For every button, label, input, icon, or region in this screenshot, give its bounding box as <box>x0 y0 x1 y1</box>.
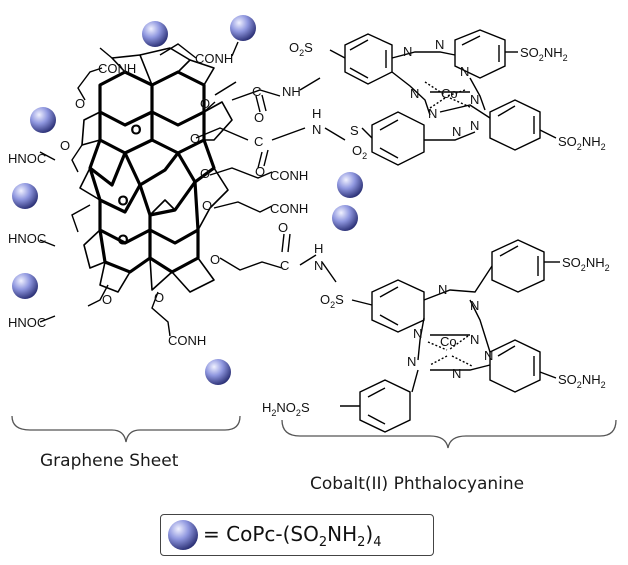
graphene-caption: Graphene Sheet <box>40 451 179 471</box>
amide-label: CONH <box>98 61 136 76</box>
copc-ball-icon <box>30 107 56 133</box>
sulfur-atom: S <box>350 123 359 138</box>
nitrogen-atom: N <box>413 326 422 341</box>
amide-label: CONH <box>195 51 233 66</box>
legend-box <box>160 514 434 556</box>
sulfonamide-label: SO2NH2 <box>520 45 568 63</box>
nitrogen-atom: N <box>428 106 437 121</box>
cobalt-atom: Co <box>440 334 457 349</box>
ether-oxygen: O <box>200 166 210 181</box>
o2s-label: O2S <box>320 292 344 310</box>
amine-label: NH <box>282 84 301 99</box>
graphene-sheet-structure: O O O <box>79 47 237 293</box>
ether-oxygen: O <box>200 96 210 111</box>
ether-oxygen: O <box>210 252 220 267</box>
copc-ball-icon <box>205 359 231 385</box>
cobalt-phthalocyanine-lower <box>340 239 560 433</box>
ether-oxygen: O <box>190 131 200 146</box>
nitrogen-atom: N <box>410 86 419 101</box>
ring-oxygen: O <box>131 122 141 137</box>
linker-labels: CONH CONH O O C O NH O C O H N O CONH O … <box>8 51 323 348</box>
nitrogen-atom: N <box>452 124 461 139</box>
nitrogen-atom: N <box>438 282 447 297</box>
nitrogen-atom: N <box>435 37 444 52</box>
nitrogen-atom: N <box>452 366 461 381</box>
nitrogen-atom: N <box>470 298 479 313</box>
cobalt-phthalocyanine-lower-labels: O2S N N N Co N N N N SO2NH2 SO2NH2 H2NO2… <box>262 255 610 418</box>
nitrogen-atom: N <box>470 118 479 133</box>
amide-label: HNOC <box>8 231 46 246</box>
nitrogen-atom: N <box>484 348 493 363</box>
amine-hydrogen: H <box>312 106 321 121</box>
graphene-arms <box>39 41 346 337</box>
copc-ball-icon <box>337 172 363 198</box>
carbonyl-oxygen: O <box>278 220 288 235</box>
carbonyl-carbon: C <box>254 134 263 149</box>
legend-equation: = CoPc-(SO2NH2)4 <box>203 522 382 550</box>
sulfonamide-label: SO2NH2 <box>558 134 606 152</box>
amide-label: CONH <box>270 168 308 183</box>
cobalt-atom: Co <box>441 86 458 101</box>
copc-ball-icon <box>332 205 358 231</box>
o2s-label: O2S <box>289 40 313 58</box>
sulfonamide-label: SO2NH2 <box>562 255 610 273</box>
amine-nitrogen: N <box>314 258 323 273</box>
copc-ball-icon <box>142 21 168 47</box>
ring-oxygen: O <box>118 232 128 247</box>
nitrogen-atom: N <box>470 332 479 347</box>
copc-ball-icon <box>230 15 256 41</box>
ether-oxygen: O <box>102 292 112 307</box>
h2no2s-label: H2NO2S <box>262 400 310 418</box>
nitrogen-atom: N <box>407 354 416 369</box>
amine-nitrogen: N <box>312 122 321 137</box>
sulfonamide-label: SO2NH2 <box>558 372 606 390</box>
ether-oxygen: O <box>75 96 85 111</box>
cobalt-brace <box>281 419 617 449</box>
copc-balls <box>12 15 363 385</box>
ether-oxygen: O <box>202 198 212 213</box>
copc-ball-icon <box>12 273 38 299</box>
carbonyl-carbon: C <box>252 84 261 99</box>
amide-label: HNOC <box>8 315 46 330</box>
ether-oxygen: O <box>60 138 70 153</box>
o2-label: O2 <box>352 143 367 161</box>
ether-oxygen: O <box>154 290 164 305</box>
carbonyl-carbon: C <box>280 258 289 273</box>
cobalt-caption: Cobalt(II) Phthalocyanine <box>310 474 524 494</box>
cobalt-phthalocyanine-upper-labels: O2S N N N N Co N N N N SO2NH2 SO2NH2 S O… <box>289 37 606 161</box>
graphene-brace <box>11 415 241 443</box>
cobalt-phthalocyanine-upper <box>329 29 557 166</box>
carbonyl-oxygen: O <box>255 164 265 179</box>
copc-ball-icon <box>12 183 38 209</box>
carbonyl-oxygen: O <box>254 110 264 125</box>
amide-label: CONH <box>270 201 308 216</box>
amide-label: CONH <box>168 333 206 348</box>
amide-label: HNOC <box>8 151 46 166</box>
nitrogen-atom: N <box>403 44 412 59</box>
amine-hydrogen: H <box>314 241 323 256</box>
ring-oxygen: O <box>118 193 128 208</box>
copc-ball-icon <box>168 520 198 550</box>
nitrogen-atom: N <box>470 92 479 107</box>
nitrogen-atom: N <box>460 64 469 79</box>
